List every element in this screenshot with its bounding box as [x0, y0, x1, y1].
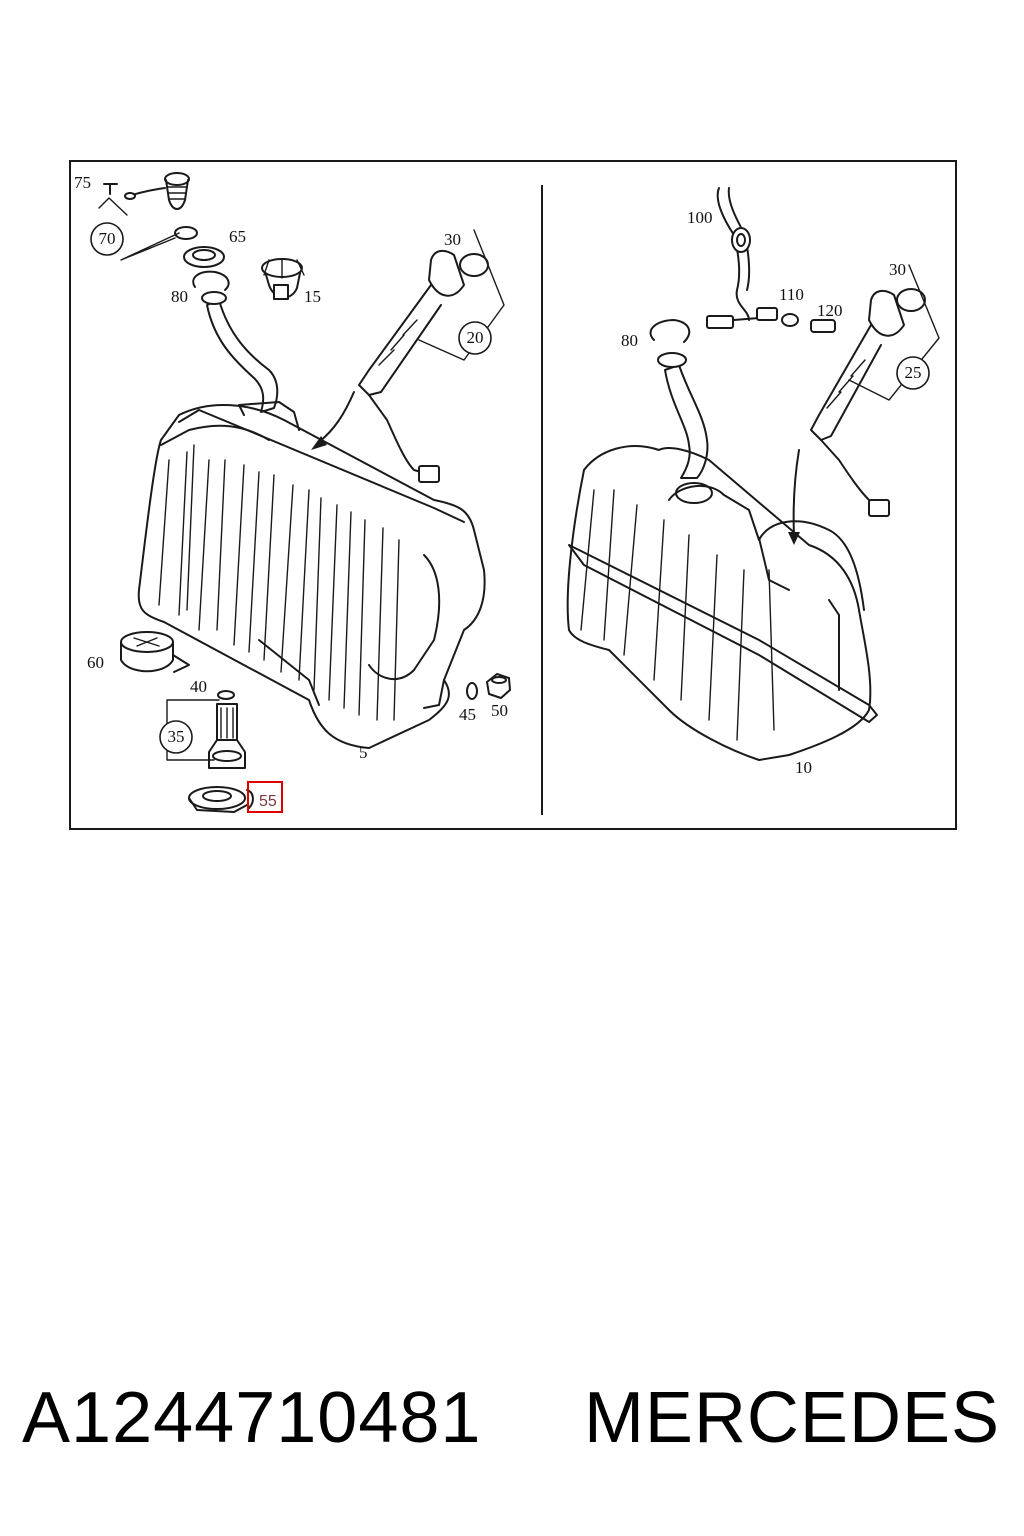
valve-part-15 [261, 258, 305, 300]
label-110: 110 [779, 285, 804, 304]
highlight-box-55 [247, 781, 283, 813]
label-120: 120 [817, 301, 843, 320]
bubble-35: 35 [159, 720, 193, 754]
bubble-70: 70 [90, 222, 124, 256]
part-number: A1244710481 [22, 1378, 482, 1458]
caption-bar: A1244710481 MERCEDES [0, 1370, 1024, 1470]
pump-cover-part-60 [120, 631, 190, 673]
washer-part-45 [466, 682, 478, 700]
vent-hose-part-100 [706, 187, 778, 329]
filler-neck-mouth [201, 291, 227, 305]
label-30-right: 30 [889, 260, 906, 279]
snap-ring-part-80-right [649, 319, 691, 343]
right-panel: 100 110 120 30 80 10 25 [566, 187, 940, 777]
filler-neck-right-mouth [657, 352, 687, 368]
filter-part-35 [208, 703, 246, 769]
label-80-left: 80 [171, 287, 188, 306]
label-60: 60 [87, 653, 104, 672]
fuel-cap-part-70 [124, 172, 190, 210]
label-100: 100 [687, 208, 713, 227]
filler-flange [183, 246, 225, 268]
tube-part-120 [810, 319, 836, 333]
svg-text:70: 70 [99, 229, 116, 248]
level-sender-part-20 [311, 249, 489, 483]
svg-text:35: 35 [168, 727, 185, 746]
brand-name: MERCEDES [583, 1378, 1000, 1458]
fuel-tank-5 [137, 401, 486, 749]
label-30-left: 30 [444, 230, 461, 249]
label-50: 50 [491, 701, 508, 720]
label-5: 5 [359, 743, 368, 762]
fuel-tank-10 [566, 445, 878, 761]
label-75: 75 [74, 173, 91, 192]
bubble-25: 25 [896, 356, 930, 390]
bubble-20: 20 [458, 321, 492, 355]
label-40: 40 [190, 677, 207, 696]
parts-diagram: 75 65 80 15 30 60 40 45 50 5 55 70 20 35 [69, 160, 957, 830]
seal-ring-part-65 [174, 226, 198, 240]
label-15: 15 [304, 287, 321, 306]
o-ring-part-40 [217, 690, 235, 700]
level-sender-part-25 [788, 288, 926, 545]
label-10: 10 [795, 758, 812, 777]
snap-ring-part-80 [192, 270, 230, 291]
filler-neck [206, 299, 279, 413]
clamp-part-110 [781, 313, 799, 327]
svg-text:20: 20 [467, 328, 484, 347]
filler-neck-right [664, 364, 709, 479]
label-45: 45 [459, 705, 476, 724]
screw-part-75 [103, 183, 118, 195]
diagram-border [69, 160, 957, 830]
left-panel: 75 65 80 15 30 60 40 45 50 5 55 70 20 35 [74, 172, 511, 813]
label-65: 65 [229, 227, 246, 246]
flange-part-55 [188, 786, 254, 813]
svg-text:25: 25 [905, 363, 922, 382]
leader-lines-70 [98, 197, 180, 261]
label-80-right: 80 [621, 331, 638, 350]
label-55-highlighted: 55 [259, 793, 277, 810]
